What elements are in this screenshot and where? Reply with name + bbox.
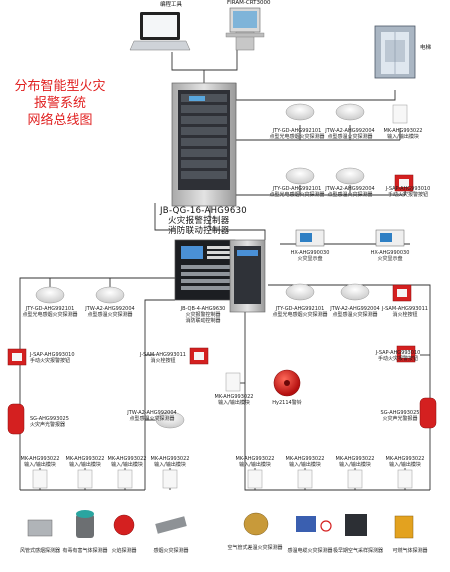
title-line1: 分布智能型火灾 — [14, 79, 106, 94]
main-controller-model: JB-QG-16-AHG9630 — [160, 206, 247, 216]
title-line3: 网络总线图 — [27, 113, 93, 128]
sub-controller-icon — [174, 239, 236, 301]
left-device-2: 有毒有害气体探测器 — [62, 548, 108, 554]
detector-icons — [35, 103, 370, 429]
fire-bell-icon — [273, 369, 301, 397]
main-controller-name2: 消防联动控制器 — [168, 226, 230, 236]
sub-controller-name1: 火灾报警控制器 — [185, 312, 221, 318]
left-device-1: 风管式感烟探测器 — [19, 548, 61, 554]
field-device-icons — [27, 510, 414, 539]
sub-controller-model: JB-QB-4-AHG9630 — [180, 306, 226, 312]
title-line2: 报警系统 — [33, 96, 86, 111]
sub-controller-label: JB-QB-4-AHG9630 火灾报警控制器 消防联动控制器 — [181, 306, 226, 324]
elevator-label: 电梯 — [420, 45, 432, 51]
right-device-4: 可燃气体探测器 — [392, 548, 428, 554]
sub-controller-name2: 消防联动控制器 — [185, 318, 221, 324]
second-cabinet-icon — [229, 239, 266, 313]
manual-call-point-icons — [7, 174, 416, 366]
diagram-title: 分布智能型火灾 报警系统 网络总线图 — [2, 78, 118, 129]
terminal-label: FIRAM-CRT3000 — [227, 0, 271, 6]
bell-label: Hy2114警铃 — [272, 400, 302, 406]
io-module-icons — [32, 104, 413, 489]
main-cabinet-icon — [171, 82, 237, 207]
right-device-2: 感温电缆火灾探测器 — [287, 548, 333, 554]
elevator-icon — [374, 25, 416, 79]
fire-display-icon — [295, 229, 405, 247]
right-device-3: 极早期空气采样探测器 — [332, 548, 384, 554]
right-device-1: 空气管式差温火灾探测器 — [227, 545, 283, 551]
siren-icons — [7, 397, 437, 435]
left-device-3: 火焰探测器 — [111, 548, 137, 554]
left-device-4: 感烟火灾探测器 — [153, 548, 189, 554]
main-controller-name1: 火灾报警控制器 — [168, 216, 230, 226]
laptop-icon — [129, 12, 191, 51]
terminal-icon — [225, 7, 265, 51]
laptop-label: 编程工具 — [160, 2, 183, 8]
main-controller-label: JB-QG-16-AHG9630 火灾报警控制器 消防联动控制器 — [160, 206, 247, 236]
